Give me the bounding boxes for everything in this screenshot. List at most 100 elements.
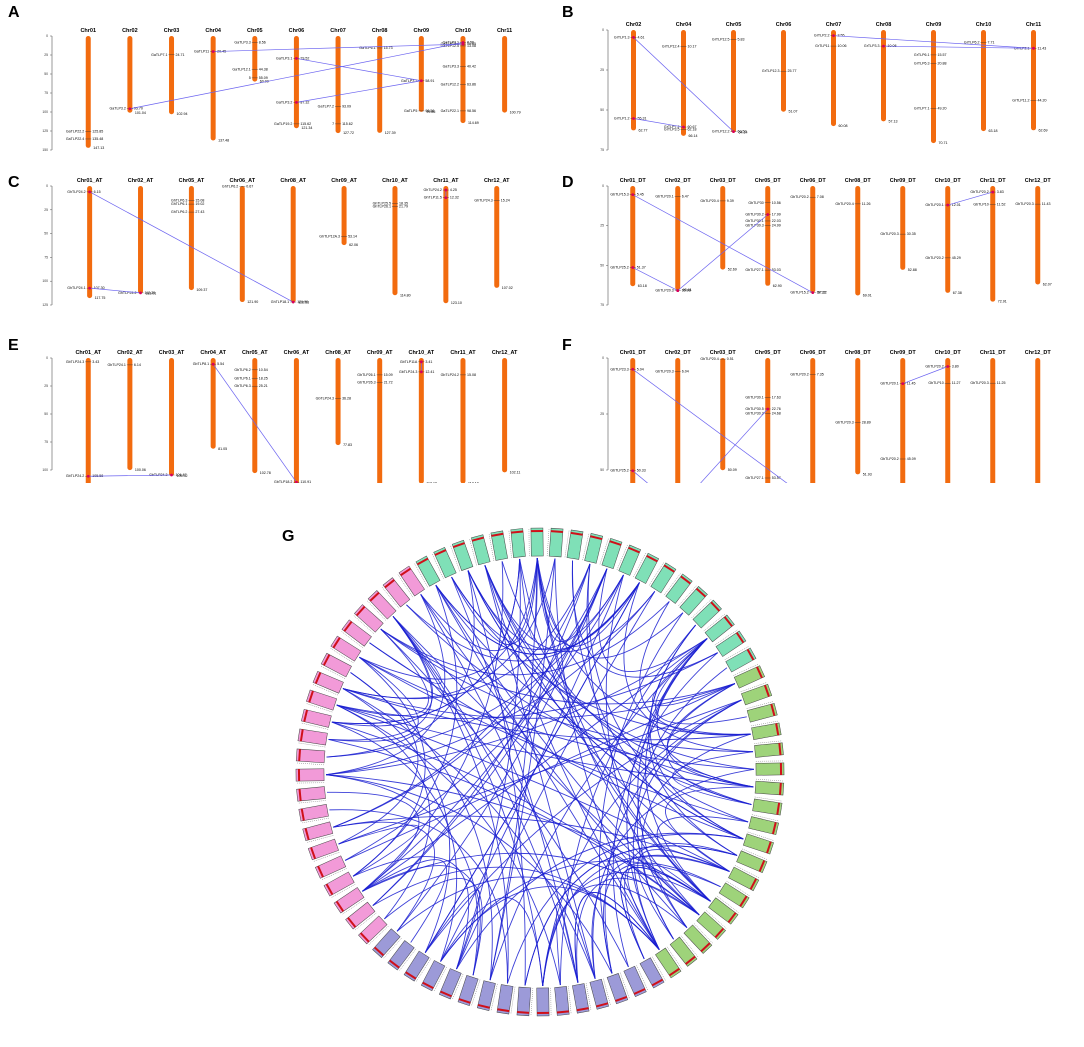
gene-position: 6.04	[682, 370, 689, 374]
chromosome-map-f: 02550Chr01_DT62.01Chr02_DT67.07Chr03_DT5…	[556, 333, 1084, 483]
axis-tick-label: 0	[46, 34, 48, 38]
circos-chromosome	[756, 761, 784, 775]
circos-chromosome	[555, 986, 572, 1015]
gene-position: 12.41	[425, 370, 434, 374]
link-endpoint	[212, 50, 215, 53]
chromosome-bar	[720, 358, 725, 470]
circos-chromosome	[754, 741, 783, 758]
circos-chromosome	[296, 769, 324, 783]
chromosome-name: Chr10_DT	[935, 350, 962, 356]
axis-tick-label: 25	[44, 208, 48, 212]
chromosome-name: Chr12_AT	[484, 178, 510, 184]
chromosome-length: 81.05	[218, 447, 227, 451]
circos-chromosome	[747, 701, 778, 722]
gene-name: GbTLP30	[748, 201, 763, 205]
chromosome-name: Chr01_DT	[620, 350, 647, 356]
gene-position: 25.21	[259, 384, 268, 388]
gene-name: GhTLP11.5	[424, 196, 442, 200]
link-endpoint	[991, 191, 994, 194]
chromosome-block	[619, 545, 641, 575]
gene-position: 11.26	[862, 202, 871, 206]
gene-position: 25.77	[788, 69, 797, 73]
gene-position: 5.04	[637, 367, 644, 371]
synteny-link	[655, 638, 746, 723]
circos-chromosome	[497, 985, 515, 1015]
link-endpoint	[732, 130, 735, 133]
link-endpoint	[88, 190, 91, 193]
chromosome-map-c: 0255075100125Chr01_AT117.75Chr02_AT113.0…	[0, 170, 542, 330]
gene-name: GaTLP7.2	[318, 105, 334, 109]
chromosome-name: Chr11_AT	[450, 350, 476, 356]
gene-position: 55.09	[259, 76, 268, 80]
chromosome-bar	[138, 186, 143, 294]
gene-name: GbTLP15.2	[790, 291, 808, 295]
link-endpoint	[420, 360, 423, 363]
gene-name: GaTLP11	[194, 50, 209, 54]
axis-tick-label: 50	[600, 263, 604, 267]
gene-name: GbTLP20.1	[925, 203, 943, 207]
circos-chromosome	[583, 533, 603, 563]
chromosome-name: Chr04_AT	[200, 350, 226, 356]
chromosome-length: 63.18	[638, 284, 647, 288]
chromosome-length: 62.90	[773, 284, 782, 288]
gene-position: 58.91	[425, 79, 434, 83]
chromosome-block	[321, 653, 351, 677]
circos-chromosome	[749, 815, 779, 835]
chromosome-name: Chr05_AT	[242, 350, 268, 356]
gene-name: GbTLP10	[973, 202, 988, 206]
chromosome-name: Chr05	[726, 22, 742, 28]
gene-position: 30.35	[907, 232, 916, 236]
chromosome-length: 62.77	[639, 128, 648, 132]
gene-name: GbTLP27.1	[745, 476, 763, 480]
axis-tick-label: 50	[44, 232, 48, 236]
axis-tick-label: 25	[600, 412, 604, 416]
chromosome-block	[296, 769, 324, 781]
gene-position: 4.61	[638, 35, 645, 39]
gene-name: GaTLP19.2	[274, 122, 292, 126]
axis-tick-label: 0	[602, 356, 604, 360]
duplication-link	[296, 81, 421, 103]
gene-name: GbTLP24.3	[399, 370, 417, 374]
gene-position: 6.15	[94, 190, 101, 194]
chromosome-name: Chr02_AT	[117, 350, 143, 356]
gene-position: 8.56	[259, 41, 266, 45]
gene-name: GbTLP20.1	[880, 382, 898, 386]
link-endpoint	[88, 287, 91, 290]
chromosome-length: 121.34	[301, 126, 312, 130]
axis-tick-label: 100	[42, 468, 48, 472]
gene-position: 15.24	[501, 199, 510, 203]
circos-chromosome	[753, 797, 783, 815]
gene-name: GrTLP3.3	[864, 44, 880, 48]
chromosome-bar	[900, 358, 905, 483]
axis-tick-label: 75	[600, 303, 604, 307]
gene-mark	[780, 763, 782, 775]
gene-name: GbTLP8.1	[193, 362, 209, 366]
circos-chromosome	[297, 787, 326, 804]
scale-ticks	[531, 988, 533, 1016]
link-endpoint	[676, 289, 679, 292]
link-endpoint	[631, 266, 634, 269]
panel-g: G	[0, 490, 1084, 1042]
circos-chromosome	[590, 979, 611, 1010]
gene-position: 5.45	[637, 193, 644, 197]
chromosome-name: Chr03	[164, 28, 180, 34]
gene-name: GbTLP24.3	[316, 397, 334, 401]
gene-position: 6.47	[682, 194, 689, 198]
gene-position: 10.54	[259, 368, 268, 372]
gene-position: 27.43	[195, 210, 204, 214]
chromosome-name: Chr01	[80, 28, 96, 34]
circos-chromosome	[572, 983, 591, 1013]
gene-position: 11.43	[1038, 46, 1047, 50]
gene-name: GhTLP6.2	[222, 185, 238, 189]
chromosome-bar	[990, 186, 995, 302]
chromosome-name: Chr09	[926, 22, 942, 28]
link-endpoint	[444, 189, 447, 192]
gene-name: GaTLP3.3	[234, 41, 250, 45]
link-endpoint	[139, 291, 142, 294]
chromosome-length: 123.10	[451, 301, 462, 305]
gene-name: GbTLP20.4	[700, 199, 718, 203]
chromosome-name: Chr08_AT	[280, 178, 306, 184]
chromosome-name: Chr02_DT	[665, 350, 692, 356]
chromosome-name: Chr05	[247, 28, 263, 34]
gene-position: 21.72	[384, 380, 393, 384]
